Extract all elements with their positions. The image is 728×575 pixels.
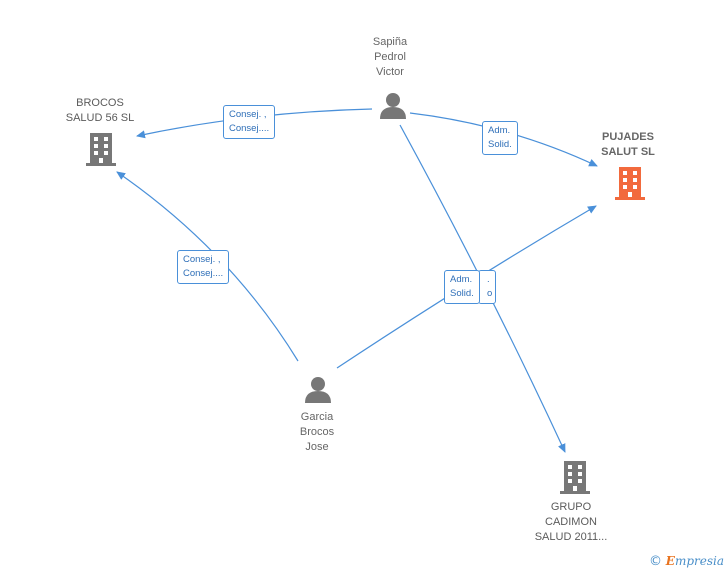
building-icon[interactable] (86, 133, 116, 166)
node-label-sapina[interactable]: Sapiña Pedrol Victor (372, 36, 408, 78)
node-label-garcia[interactable]: Garcia Brocos Jose (299, 411, 335, 453)
edge-label-garcia-pujades[interactable]: Adm. Solid. (444, 270, 480, 304)
person-icon[interactable] (380, 93, 406, 119)
brand-name: mpresia (674, 554, 724, 568)
edge-label-sapina-brocos[interactable]: Consej. , Consej.... (223, 105, 276, 139)
building-icon[interactable] (560, 461, 590, 494)
person-icon[interactable] (305, 377, 331, 403)
node-label-grupo[interactable]: GRUPO CADIMON SALUD 2011... (534, 501, 608, 543)
building-icon-highlight[interactable] (615, 167, 645, 200)
empresia-watermark: © Empresia (649, 554, 724, 569)
edge-label-sapina-grupo[interactable]: . o (478, 270, 497, 304)
brand-initial: E (665, 554, 675, 568)
edge-label-sapina-pujades[interactable]: Adm. Solid. (482, 121, 518, 155)
edge-label-garcia-brocos[interactable]: Consej. , Consej.... (177, 250, 230, 284)
node-label-brocos[interactable]: BROCOS SALUD 56 SL (65, 97, 135, 124)
copyright-icon: © (648, 554, 662, 569)
node-label-pujades[interactable]: PUJADES SALUT SL (601, 131, 655, 158)
